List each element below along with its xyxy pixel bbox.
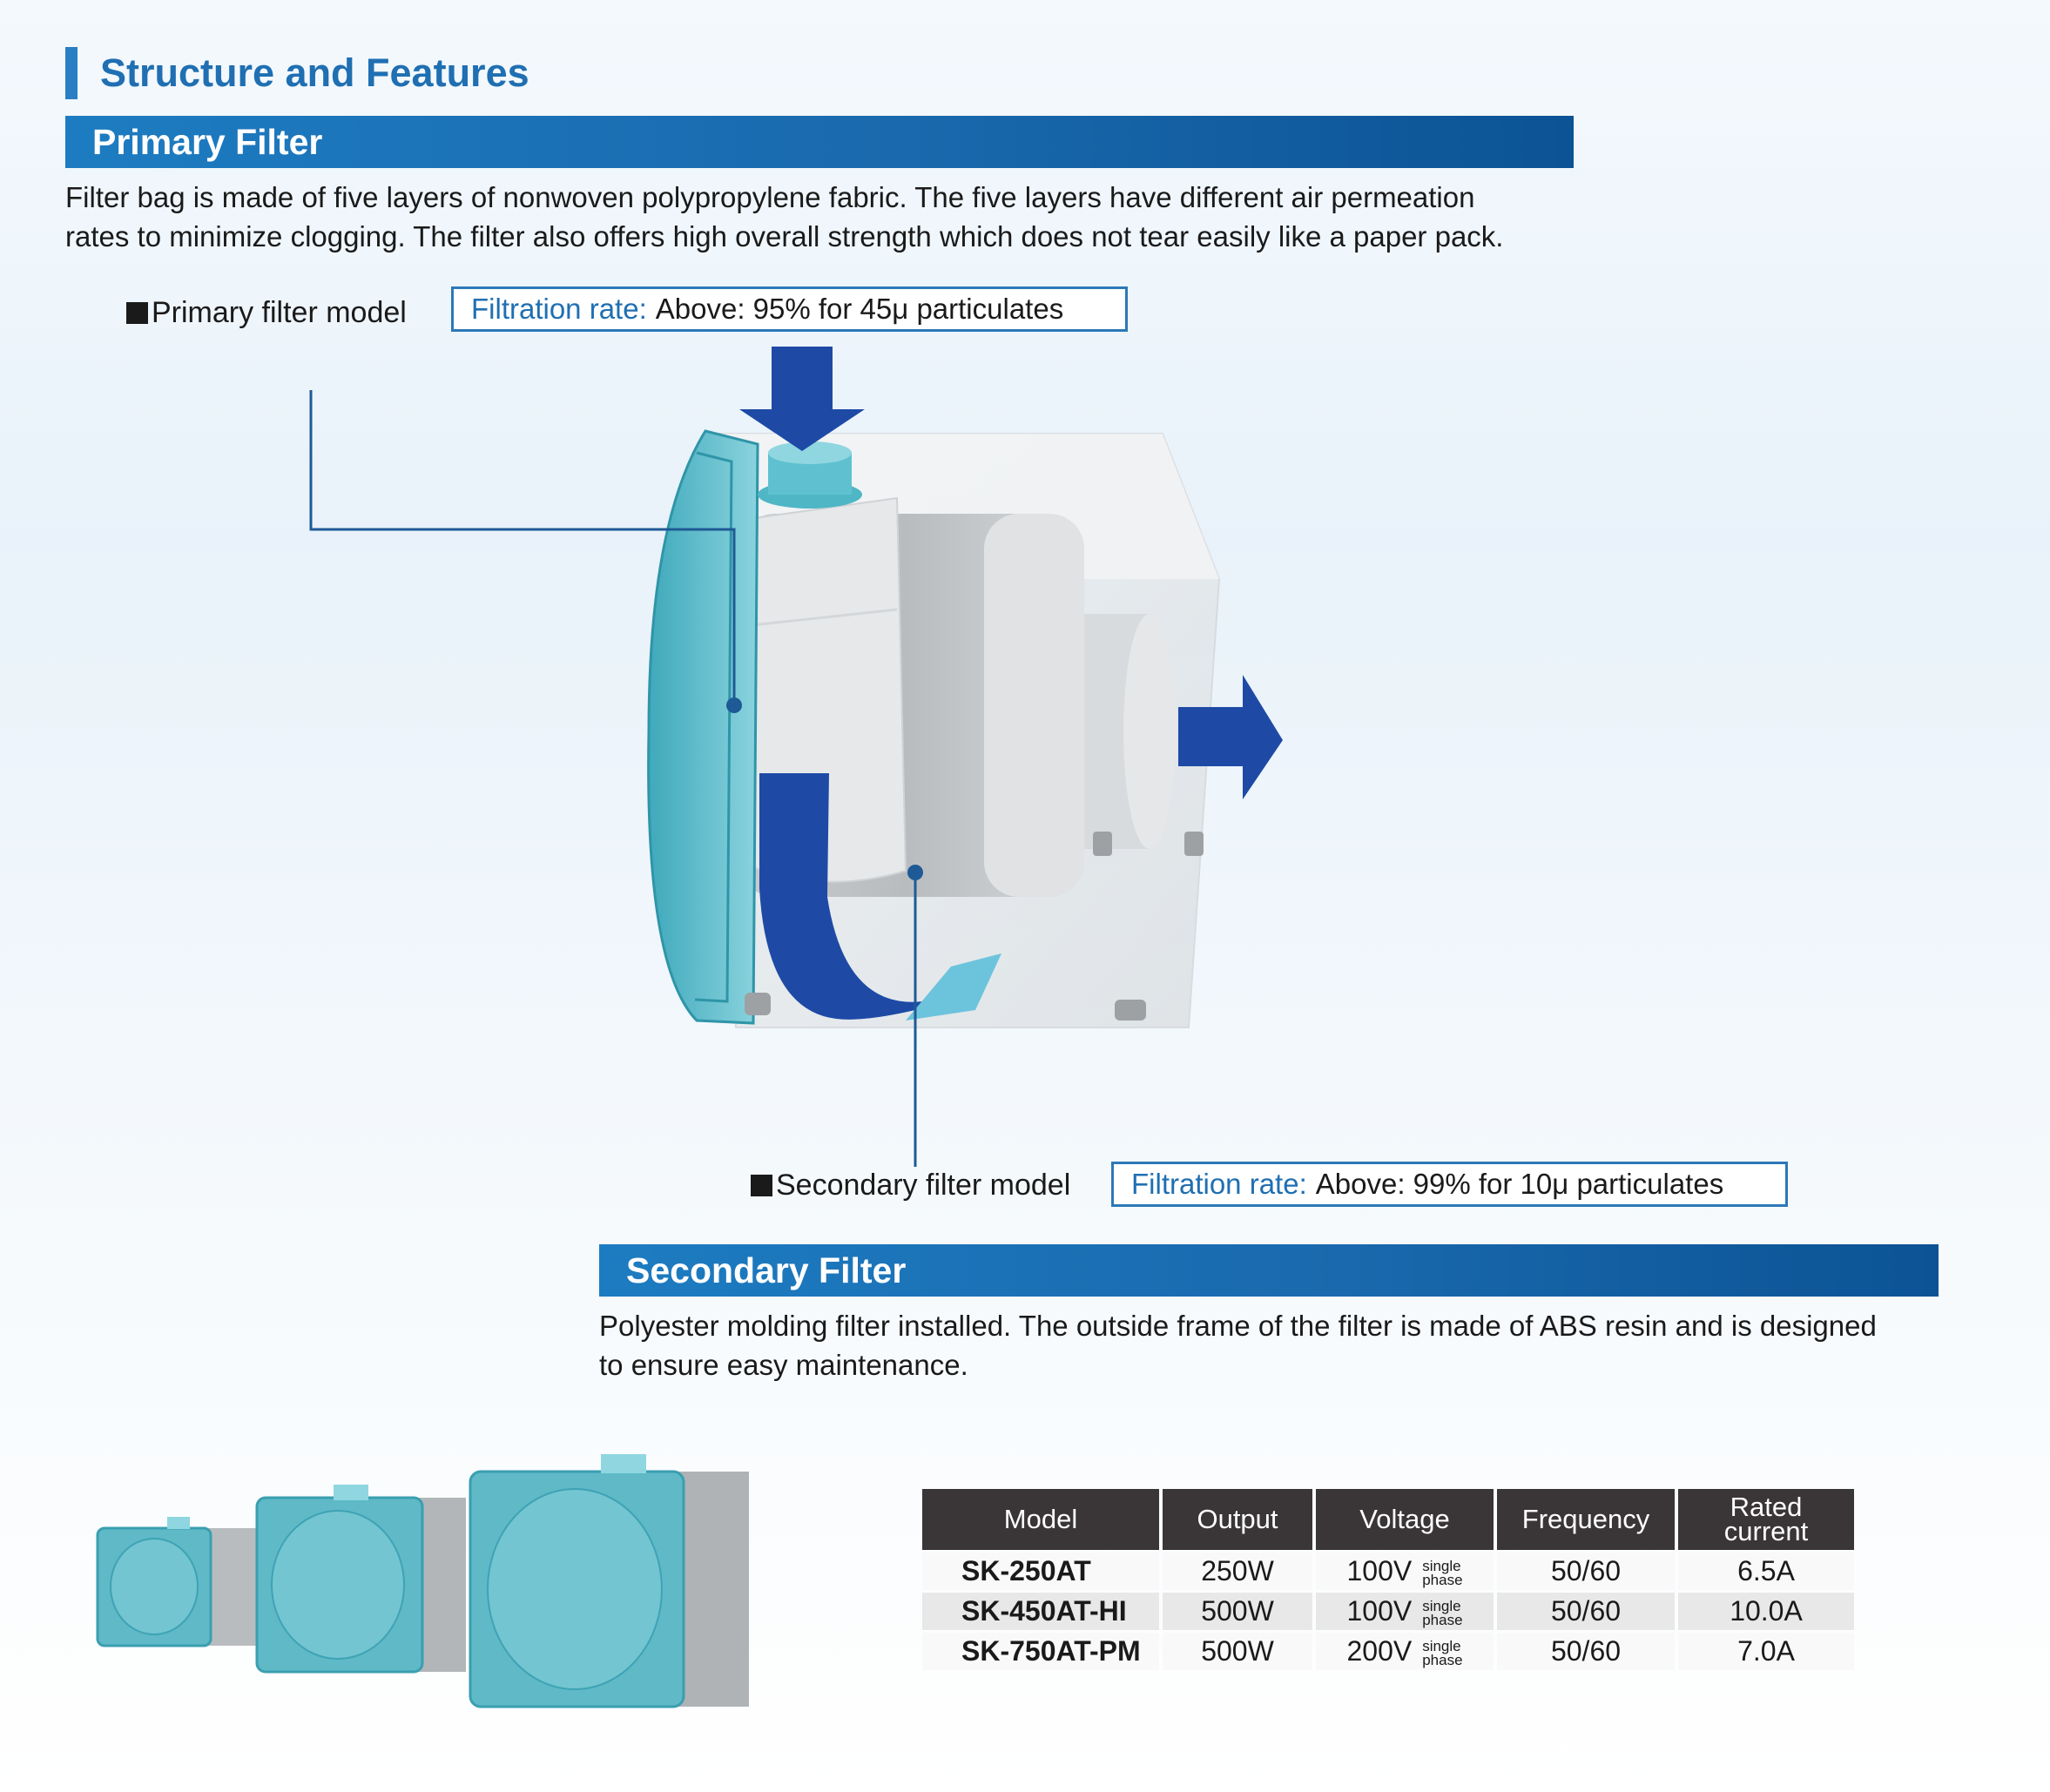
primary-description-line1: Filter bag is made of five layers of non… [65,181,1475,213]
primary-filter-heading: Primary Filter [92,121,323,162]
secondary-filter-banner: Secondary Filter [599,1244,1939,1297]
cell-model: SK-750AT-PM [922,1633,1159,1670]
voltage-value: 200V [1346,1635,1413,1667]
voltage-value: 100V [1346,1555,1413,1587]
page-title: Structure and Features [65,45,529,101]
bullet-square-icon [126,301,148,324]
title-accent-bar [65,47,78,99]
product-lineup-image [96,1454,749,1708]
primary-filter-leader-line [309,390,742,713]
housing-feet [745,832,1204,1021]
bullet-square-icon [751,1174,772,1196]
phase-line1: single [1422,1597,1461,1614]
cell-current: 6.5A [1678,1553,1854,1590]
cell-output: 500W [1163,1593,1312,1630]
header-rated-line1: Rated [1730,1492,1803,1522]
secondary-filter-model-label: Secondary filter model [751,1166,1070,1204]
primary-filter-banner: Primary Filter [65,116,1574,168]
primary-description-line2: rates to minimize clogging. The filter a… [65,220,1504,253]
cell-frequency: 50/60 [1497,1553,1675,1590]
header-frequency: Frequency [1497,1489,1675,1550]
primary-filtration-rate-box: Filtration rate: Above: 95% for 45μ part… [451,286,1128,332]
secondary-filter-leader-line [907,865,923,1167]
phase-line2: phase [1422,1611,1463,1628]
phase-line1: single [1422,1637,1461,1654]
primary-filter-description: Filter bag is made of five layers of non… [65,178,1633,256]
spec-table: Model Output Voltage Frequency Rated cur… [919,1486,1858,1673]
cell-frequency: 50/60 [1497,1593,1675,1630]
intake-nozzle [758,441,862,509]
secondary-description-line2: to ensure easy maintenance. [599,1349,968,1381]
exhaust-cylinder [1080,614,1176,849]
airflow-curve-arrow-icon [759,773,1001,1021]
header-rated-line2: current [1723,1516,1809,1546]
cell-output: 500W [1163,1633,1312,1670]
secondary-filter-description: Polyester molding filter installed. The … [599,1306,1975,1384]
primary-rate-value: Above: 95% for 45μ particulates [655,293,1064,325]
exhaust-arrow-icon [1178,675,1283,799]
intake-arrow-icon [739,347,865,451]
voltage-value: 100V [1346,1595,1413,1627]
secondary-rate-label: Filtration rate: [1131,1168,1307,1200]
header-output: Output [1163,1489,1312,1550]
cell-model: SK-450AT-HI [922,1593,1159,1630]
cell-current: 10.0A [1678,1593,1854,1630]
cell-output: 250W [1163,1553,1312,1590]
filter-unit-illustration [309,347,1283,1167]
cell-frequency: 50/60 [1497,1633,1675,1670]
phase-line2: phase [1422,1651,1463,1668]
primary-filter-model-label: Primary filter model [126,293,407,332]
header-rated-current: Rated current [1678,1489,1854,1550]
secondary-model-label-text: Secondary filter model [776,1168,1071,1202]
secondary-filter-heading: Secondary Filter [626,1250,907,1290]
product-small-unit [96,1517,266,1647]
header-model: Model [922,1489,1159,1550]
spec-table-header-row: Model Output Voltage Frequency Rated cur… [922,1489,1854,1550]
secondary-filtration-rate-box: Filtration rate: Above: 99% for 10μ part… [1111,1162,1788,1207]
teal-front-panel [647,429,759,1025]
phase-line1: single [1422,1557,1461,1574]
cell-current: 7.0A [1678,1633,1854,1670]
page-title-text: Structure and Features [100,51,529,95]
secondary-rate-value: Above: 99% for 10μ particulates [1315,1168,1724,1200]
phase-line2: phase [1422,1571,1463,1588]
primary-rate-label: Filtration rate: [471,293,647,325]
product-large-unit [469,1454,749,1708]
primary-model-label-text: Primary filter model [152,295,407,329]
header-voltage: Voltage [1316,1489,1494,1550]
product-medium-unit [255,1485,466,1674]
secondary-description-line1: Polyester molding filter installed. The … [599,1310,1877,1342]
cell-model: SK-250AT [922,1553,1159,1590]
